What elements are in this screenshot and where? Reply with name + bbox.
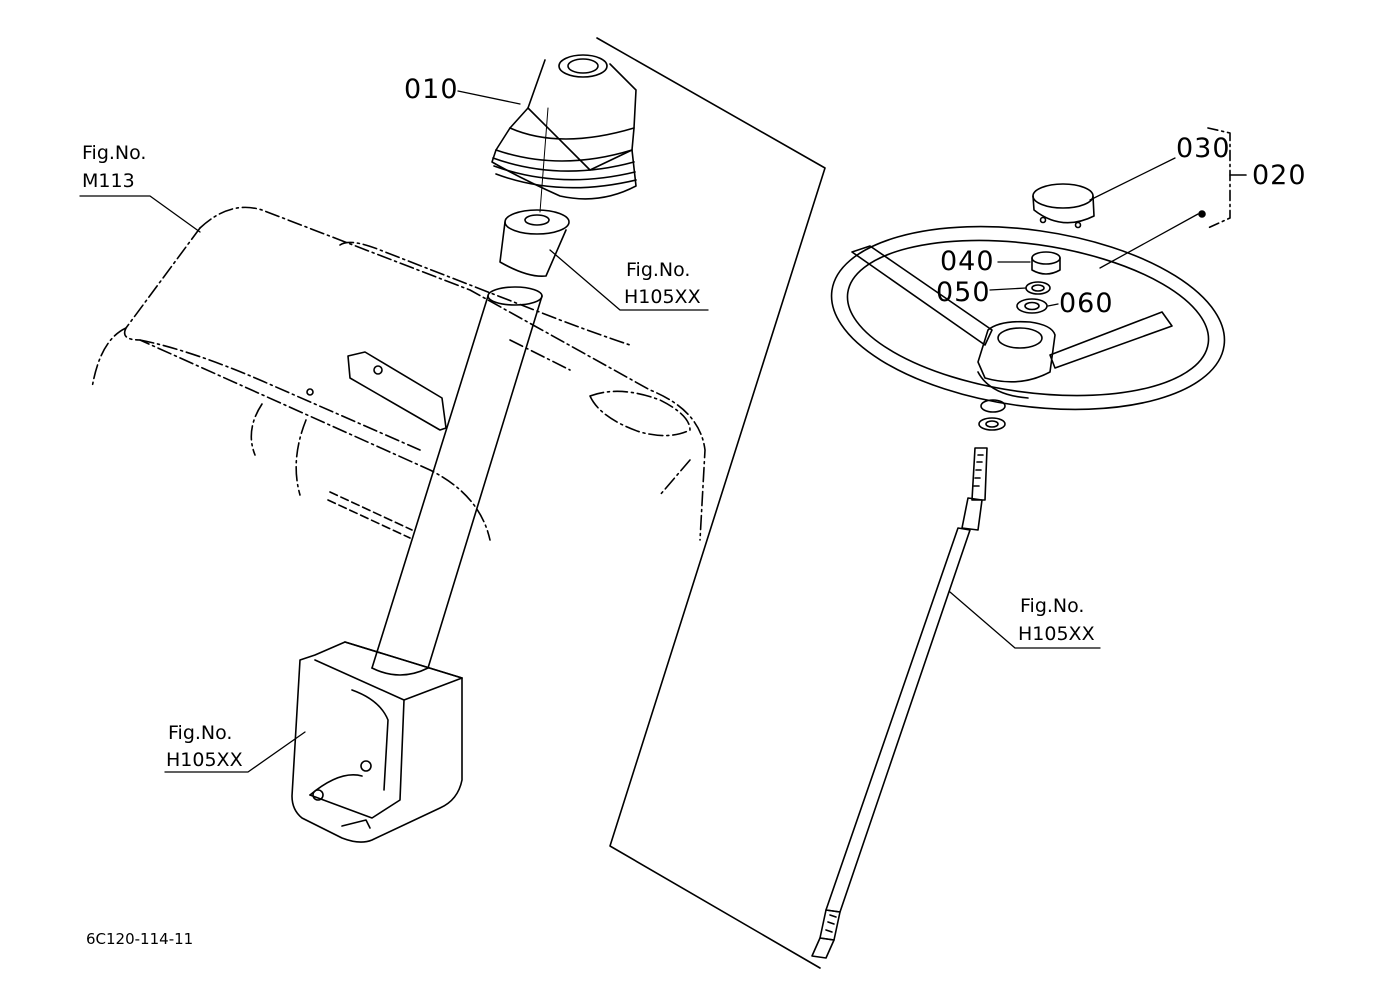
- fig-ref-shaft-number: H105XX: [1018, 623, 1095, 645]
- lock-washer: [1025, 281, 1051, 295]
- fig-ref-bushing-number: H105XX: [624, 286, 701, 308]
- separation-panel: [596, 37, 826, 969]
- lower-washers: [978, 399, 1006, 431]
- part-020-label: 020: [1252, 160, 1307, 191]
- diagram-id: 6C120-114-11: [86, 930, 194, 948]
- leader-lines: [79, 90, 1199, 773]
- steering-shaft: [811, 447, 988, 959]
- part-030-label: 030: [1176, 133, 1231, 164]
- assy-dot: [1198, 210, 1206, 218]
- dash-bracket: [347, 351, 447, 431]
- steering-wheel: [830, 225, 1226, 411]
- boot: [491, 54, 637, 200]
- fig-ref-dashboard-prefix: Fig.No.: [82, 142, 147, 164]
- steering-column: [371, 286, 543, 676]
- dash-pin: [327, 491, 413, 539]
- fig-ref-dashboard-number: M113: [82, 170, 135, 192]
- horn-cap: [1032, 183, 1095, 229]
- bushing: [499, 209, 570, 278]
- fig-ref-bracket-number: H105XX: [166, 749, 243, 771]
- part-050-label: 050: [936, 277, 991, 308]
- column-bracket: [291, 641, 463, 843]
- part-060-label: 060: [1059, 288, 1114, 319]
- dash-hole: [306, 388, 314, 396]
- fig-ref-bushing-prefix: Fig.No.: [626, 259, 691, 281]
- fig-ref-shaft-prefix: Fig.No.: [1020, 595, 1085, 617]
- part-010-label: 010: [404, 74, 459, 105]
- bracket-hole: [373, 365, 383, 375]
- part-040-label: 040: [940, 246, 995, 277]
- nut: [1031, 251, 1061, 275]
- flat-washer: [1016, 298, 1048, 314]
- fig-ref-bracket-prefix: Fig.No.: [168, 722, 233, 744]
- dashboard-cowl: [91, 206, 706, 541]
